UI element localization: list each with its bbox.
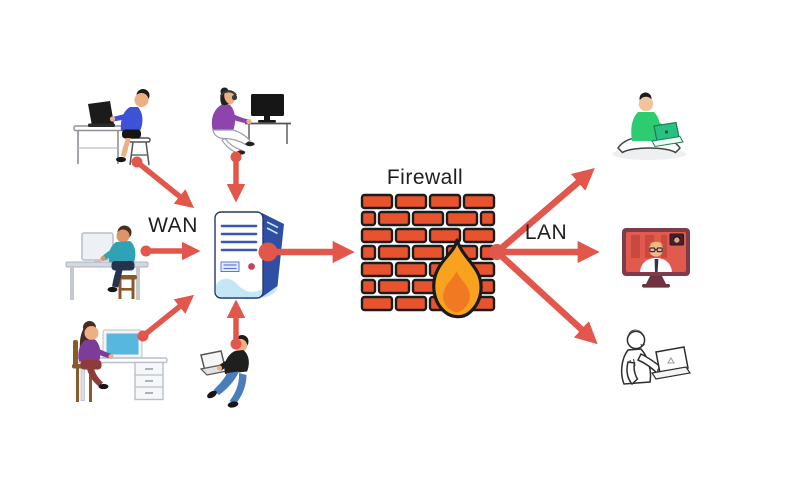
person bbox=[207, 335, 249, 408]
monitor-icon bbox=[245, 94, 291, 144]
server-vents bbox=[220, 224, 258, 252]
laptop-icon bbox=[651, 121, 684, 148]
lan-label: LAN bbox=[524, 221, 568, 244]
power-button bbox=[248, 263, 255, 270]
stool bbox=[116, 275, 137, 299]
man-with-laptop-jeans-icon bbox=[193, 333, 269, 424]
arrow-firewall-to-lan-bottom bbox=[493, 248, 598, 345]
flame-icon bbox=[415, 236, 499, 335]
video-call-monitor-icon bbox=[616, 224, 696, 301]
stool bbox=[128, 137, 151, 166]
desk bbox=[76, 357, 168, 401]
desk bbox=[65, 261, 149, 300]
caller bbox=[640, 241, 672, 272]
monitor-stand bbox=[646, 276, 666, 284]
shadow bbox=[612, 148, 686, 160]
man-standing-white-laptop-icon bbox=[608, 326, 694, 415]
man-at-desk-laptop-blue-icon bbox=[68, 86, 176, 173]
server-tower-icon bbox=[206, 205, 290, 307]
front-blob bbox=[216, 278, 262, 298]
monitor-icon bbox=[81, 232, 114, 263]
monitor-base bbox=[642, 284, 670, 288]
person bbox=[100, 225, 136, 293]
firewall-label: Firewall bbox=[386, 166, 464, 189]
person bbox=[211, 87, 255, 155]
man-at-desk-monitor-teal-icon bbox=[60, 213, 172, 306]
person bbox=[78, 321, 114, 390]
wan-label: WAN bbox=[148, 214, 198, 237]
monitor-icon bbox=[102, 329, 143, 361]
head bbox=[638, 96, 654, 112]
woman-at-desk-monitor-violet-icon bbox=[53, 316, 173, 409]
desk bbox=[73, 125, 123, 164]
person bbox=[109, 89, 150, 163]
man-crosslegged-green-laptop-icon bbox=[606, 90, 692, 169]
laptop-icon bbox=[650, 346, 692, 380]
server-label bbox=[220, 261, 240, 272]
laptop-icon bbox=[88, 101, 115, 127]
drawer-unit bbox=[134, 361, 164, 401]
woman-at-monitor-headphones-icon bbox=[203, 86, 297, 165]
pip-window bbox=[669, 233, 684, 246]
